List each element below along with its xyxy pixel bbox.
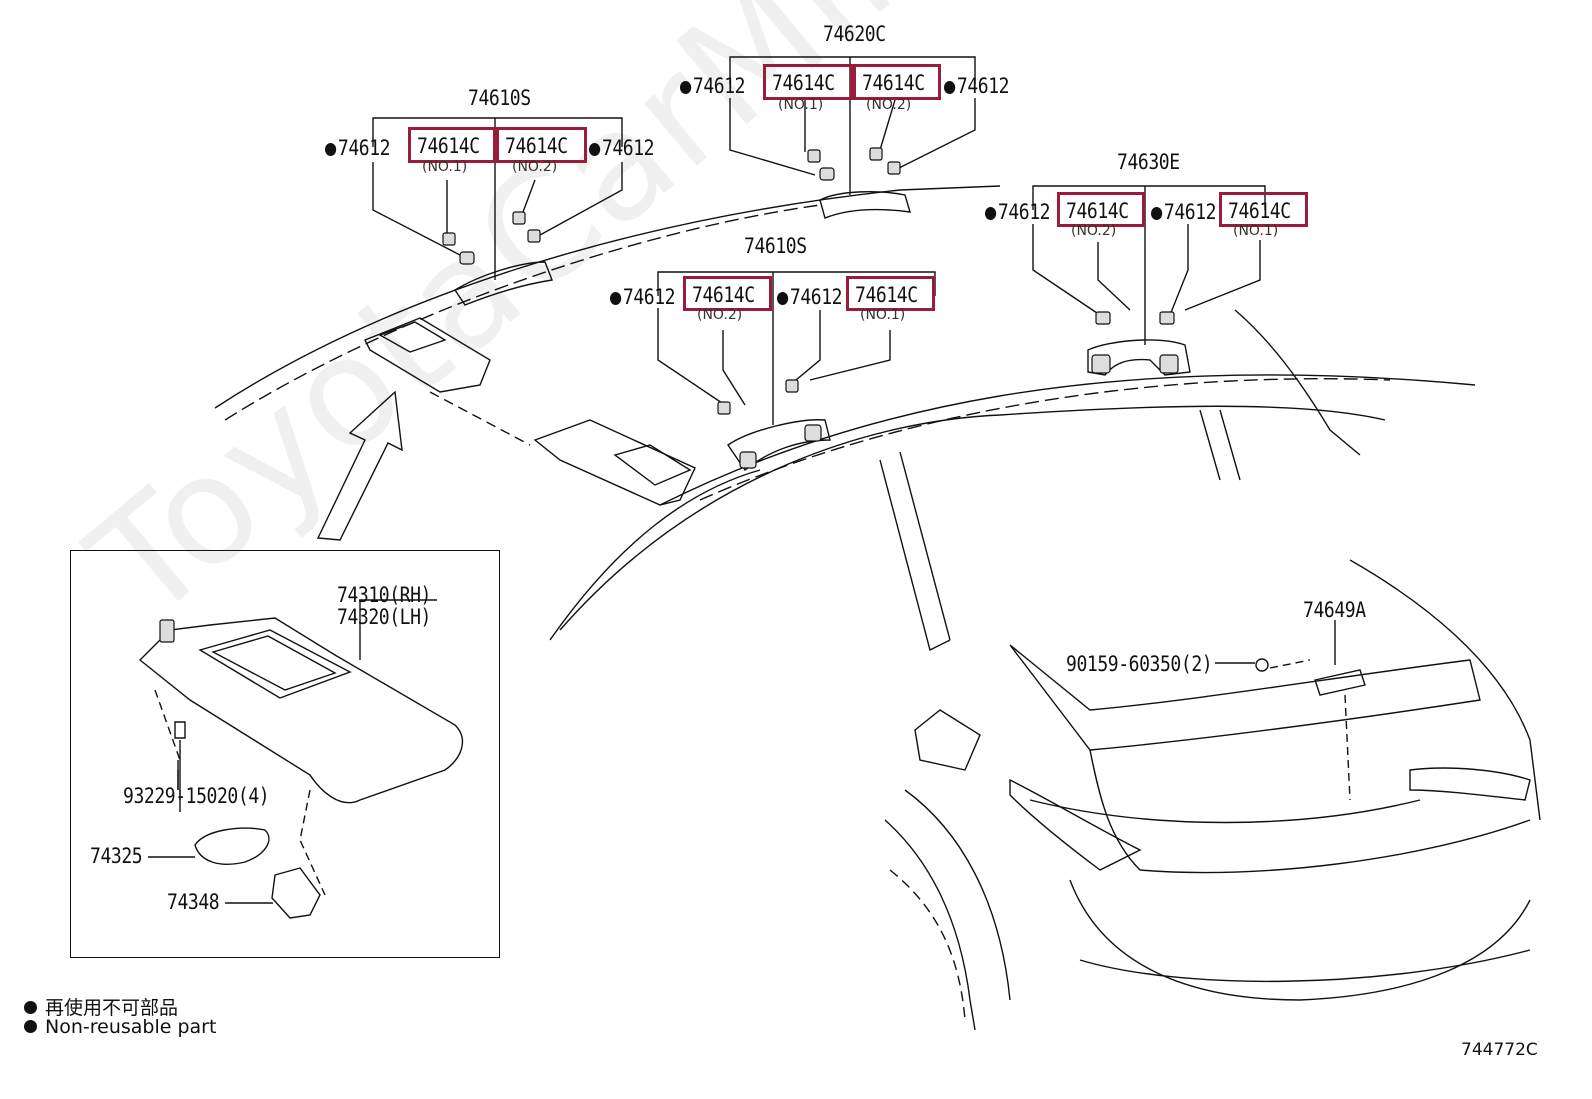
highlight-box[interactable]: 74614C xyxy=(683,276,772,311)
part-label-74614c: 74614C xyxy=(1066,199,1129,223)
part-label-74310rh: 74310(RH) xyxy=(337,583,431,607)
legend-jp: 再使用不可部品 xyxy=(24,993,178,1020)
part-label-74610s: 74610S xyxy=(744,234,807,258)
clip-label-74612: 74612 xyxy=(985,202,1051,223)
diagram-code: 744772C xyxy=(1461,1040,1538,1060)
highlight-box[interactable]: 74614C xyxy=(853,64,941,100)
clip-label-74612: 74612 xyxy=(589,138,655,159)
part-sublabel: (NO.2) xyxy=(866,97,912,113)
roof-inner-line xyxy=(224,204,821,421)
part-sublabel: (NO.2) xyxy=(1071,223,1117,239)
part-label-74614c: 74614C xyxy=(855,283,918,307)
rear-body xyxy=(1089,749,1531,874)
rear-fender xyxy=(884,819,976,1031)
clip-label-74612: 74612 xyxy=(944,76,1010,97)
part-sublabel: (NO.1) xyxy=(860,307,906,323)
taillight-left xyxy=(1009,778,1142,871)
fuel-door xyxy=(914,709,981,771)
part-label-74614c: 74614C xyxy=(692,283,755,307)
windshield-edge xyxy=(549,469,761,641)
part-label-74348: 74348 xyxy=(167,890,220,914)
part-sublabel: (NO.1) xyxy=(1233,223,1279,239)
clip-label-74612: 74612 xyxy=(680,76,746,97)
part-label-screw: 90159-60350(2) xyxy=(1066,652,1213,676)
part-label-74620c: 74620C xyxy=(823,22,886,46)
taillight-right xyxy=(1409,767,1531,801)
part-label-74320lh: 74320(LH) xyxy=(337,605,431,629)
clip-label-74612: 74612 xyxy=(610,287,676,308)
legend-en-text: Non-reusable part xyxy=(45,1016,217,1038)
trunk-lid xyxy=(1009,644,1481,751)
part-sublabel: (NO.1) xyxy=(422,159,468,175)
part-sublabel: (NO.2) xyxy=(512,159,558,175)
part-label-74610s: 74610S xyxy=(468,86,531,110)
body-line xyxy=(1029,799,1421,824)
part-label-74614c: 74614C xyxy=(505,134,568,158)
window-frame xyxy=(559,405,1386,631)
c-pillar-2 xyxy=(1219,409,1241,481)
rear-fender-2 xyxy=(904,789,1011,1001)
highlight-box[interactable]: 74614C xyxy=(496,127,587,163)
rear-bumper xyxy=(1069,879,1531,1001)
roof-side xyxy=(1234,309,1361,456)
rear-bumper-lower xyxy=(1079,949,1531,983)
c-pillar xyxy=(1199,409,1221,481)
part-label-74630e: 74630E xyxy=(1117,150,1180,174)
bullet-icon xyxy=(24,1001,37,1014)
pillar-line xyxy=(879,459,951,652)
part-label-74649a: 74649A xyxy=(1303,598,1366,622)
part-sublabel: (NO.1) xyxy=(778,97,824,113)
clip-label-74612: 74612 xyxy=(777,287,843,308)
highlight-box[interactable]: 74614C xyxy=(408,127,496,163)
part-sublabel: (NO.2) xyxy=(697,307,743,323)
highlight-box[interactable]: 74614C xyxy=(1219,192,1308,227)
legend-en: Non-reusable part xyxy=(24,1016,216,1038)
part-label-74614c: 74614C xyxy=(772,71,835,95)
rear-roof-inner xyxy=(699,378,1391,501)
inset-sun-visor-detail xyxy=(70,550,500,958)
part-label-74614c: 74614C xyxy=(1228,199,1291,223)
rear-wheel-arch xyxy=(889,869,966,1021)
highlight-box[interactable]: 74614C xyxy=(1057,192,1145,227)
part-label-74614c: 74614C xyxy=(862,71,925,95)
legend-jp-text: 再使用不可部品 xyxy=(45,997,179,1019)
quarter-line xyxy=(1349,559,1541,821)
rear-roof-line xyxy=(659,374,1476,506)
part-label-74614c: 74614C xyxy=(417,134,480,158)
bullet-icon xyxy=(24,1020,37,1033)
highlight-box[interactable]: 74614C xyxy=(846,276,935,311)
clip-label-74612: 74612 xyxy=(1151,202,1217,223)
clip-label-74612: 74612 xyxy=(325,138,391,159)
part-label-inset-screw: 93229-15020(4) xyxy=(123,784,270,808)
roof-outer-line xyxy=(214,185,1001,409)
pillar-line-2 xyxy=(899,451,951,641)
highlight-box[interactable]: 74614C xyxy=(763,64,853,100)
part-label-74325: 74325 xyxy=(90,844,143,868)
